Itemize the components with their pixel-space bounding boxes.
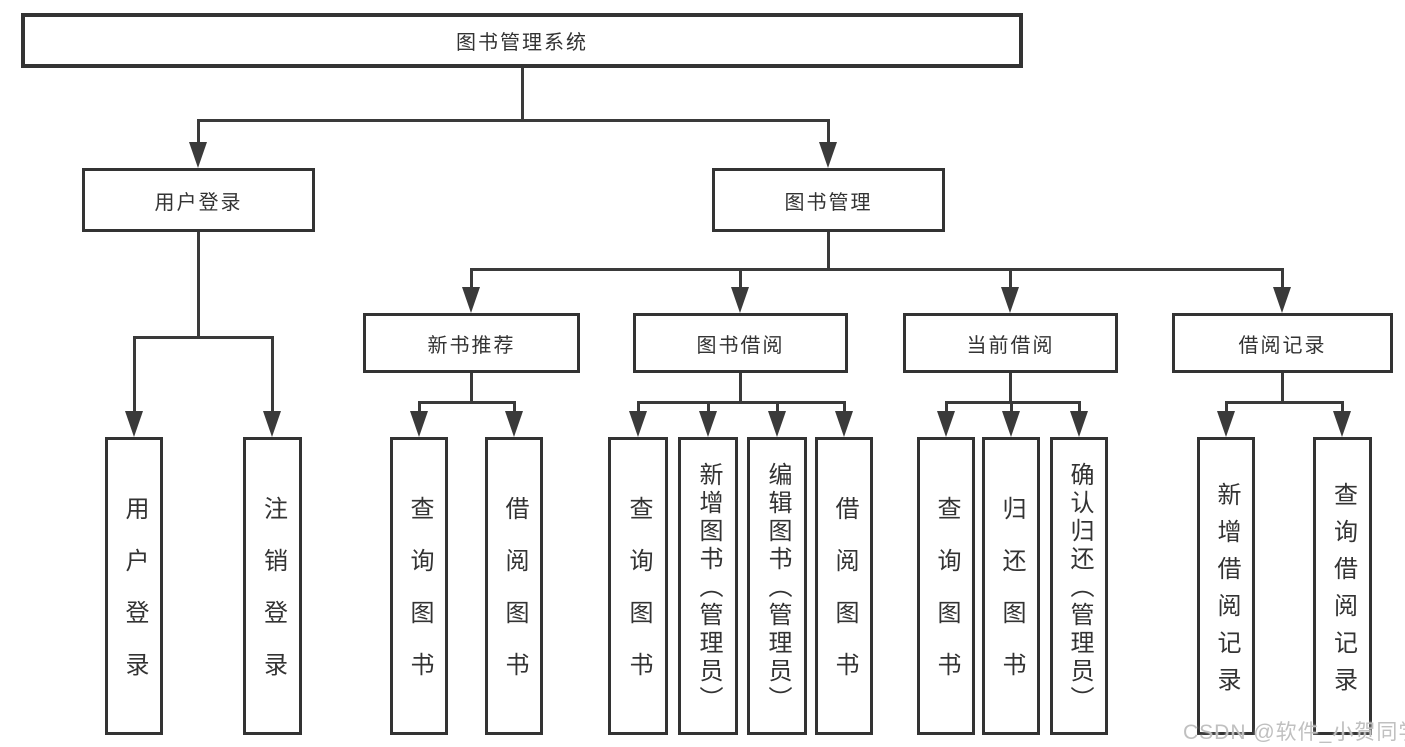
leaf-label: 借阅图书 (501, 496, 528, 704)
connector-line (1225, 401, 1344, 404)
arrow-down-icon (819, 142, 837, 168)
connector-line (418, 401, 516, 404)
connector-line (197, 230, 200, 338)
arrow-down-icon (263, 411, 281, 437)
node-root-system: 图书管理系统 (21, 13, 1023, 68)
leaf-edit-books-admin: 编辑图书（管理员） (747, 437, 807, 735)
node-book-borrow: 图书借阅 (633, 313, 848, 373)
arrow-down-icon (731, 287, 749, 313)
node-label: 新书推荐 (427, 334, 516, 357)
connector-line (470, 371, 473, 403)
arrow-down-icon (699, 411, 717, 437)
arrow-down-icon (410, 411, 428, 437)
leaf-label: 确认归还（管理员） (1066, 462, 1093, 714)
node-label: 用户登录 (154, 191, 243, 214)
leaf-return-books: 归还图书 (982, 437, 1040, 735)
connector-line (776, 401, 779, 413)
arrow-down-icon (189, 142, 207, 168)
connector-line (133, 336, 136, 414)
node-label: 图书管理 (784, 191, 873, 214)
leaf-label: 编辑图书（管理员） (764, 462, 791, 714)
connector-line (707, 401, 710, 413)
leaf-query-books-current: 查询图书 (917, 437, 975, 735)
arrow-down-icon (629, 411, 647, 437)
leaf-label: 注销登录 (259, 496, 287, 704)
arrow-down-icon (1001, 287, 1019, 313)
leaf-label: 查询图书 (625, 496, 652, 704)
connector-line (1341, 401, 1344, 413)
leaf-query-books-recommend: 查询图书 (390, 437, 448, 735)
connector-line (1009, 268, 1012, 290)
leaf-label: 新增借阅记录 (1213, 481, 1240, 704)
connector-line (637, 401, 640, 413)
connector-line (418, 401, 421, 413)
connector-line (827, 230, 830, 270)
connector-line (945, 401, 948, 413)
connector-line (739, 371, 742, 403)
arrow-down-icon (1002, 411, 1020, 437)
connector-line (197, 119, 200, 145)
leaf-label: 新增图书（管理员） (695, 462, 722, 714)
connector-line (637, 401, 846, 404)
leaf-add-borrow-record: 新增借阅记录 (1197, 437, 1255, 735)
arrow-down-icon (125, 411, 143, 437)
connector-line (521, 66, 524, 120)
arrow-down-icon (1217, 411, 1235, 437)
connector-line (1009, 371, 1012, 403)
leaf-borrow-books-recommend: 借阅图书 (485, 437, 543, 735)
connector-line (470, 268, 1284, 271)
node-label: 借阅记录 (1238, 334, 1327, 357)
leaf-label: 用户登录 (121, 496, 148, 704)
node-label: 图书借阅 (696, 334, 785, 357)
node-current-borrow: 当前借阅 (903, 313, 1118, 373)
node-new-book-recommend: 新书推荐 (363, 313, 580, 373)
connector-line (470, 268, 473, 290)
arrow-down-icon (835, 411, 853, 437)
leaf-label: 查询借阅记录 (1329, 481, 1357, 704)
arrow-down-icon (768, 411, 786, 437)
connector-line (843, 401, 846, 413)
leaf-label: 借阅图书 (831, 496, 858, 704)
connector-line (197, 119, 829, 122)
leaf-confirm-return-admin: 确认归还（管理员） (1050, 437, 1108, 735)
connector-line (827, 119, 830, 145)
connector-line (1225, 401, 1228, 413)
node-book-management: 图书管理 (712, 168, 945, 232)
arrow-down-icon (505, 411, 523, 437)
node-user-login: 用户登录 (82, 168, 315, 232)
connector-line (1281, 371, 1284, 403)
leaf-label: 归还图书 (998, 496, 1025, 704)
leaf-borrow-books: 借阅图书 (815, 437, 873, 735)
connector-line (739, 268, 742, 290)
connector-line (945, 401, 1081, 404)
connector-line (133, 336, 274, 339)
leaf-query-borrow-record: 查询借阅记录 (1313, 437, 1372, 735)
leaf-user-login: 用户登录 (105, 437, 163, 735)
connector-line (1078, 401, 1081, 413)
node-label: 图书管理系统 (456, 32, 588, 54)
arrow-down-icon (1273, 287, 1291, 313)
leaf-add-books-admin: 新增图书（管理员） (678, 437, 738, 735)
node-label: 当前借阅 (966, 334, 1055, 357)
arrow-down-icon (937, 411, 955, 437)
connector-line (513, 401, 516, 413)
leaf-logout: 注销登录 (243, 437, 302, 735)
arrow-down-icon (1333, 411, 1351, 437)
arrow-down-icon (462, 287, 480, 313)
connector-line (1281, 268, 1284, 290)
connector-line (1010, 401, 1013, 413)
csdn-watermark: CSDN @软件_小贺同学 (1183, 721, 1405, 744)
arrow-down-icon (1070, 411, 1088, 437)
node-borrow-records: 借阅记录 (1172, 313, 1393, 373)
connector-line (271, 336, 274, 414)
leaf-label: 查询图书 (933, 496, 960, 704)
leaf-label: 查询图书 (406, 496, 433, 704)
leaf-query-books-borrow: 查询图书 (608, 437, 668, 735)
